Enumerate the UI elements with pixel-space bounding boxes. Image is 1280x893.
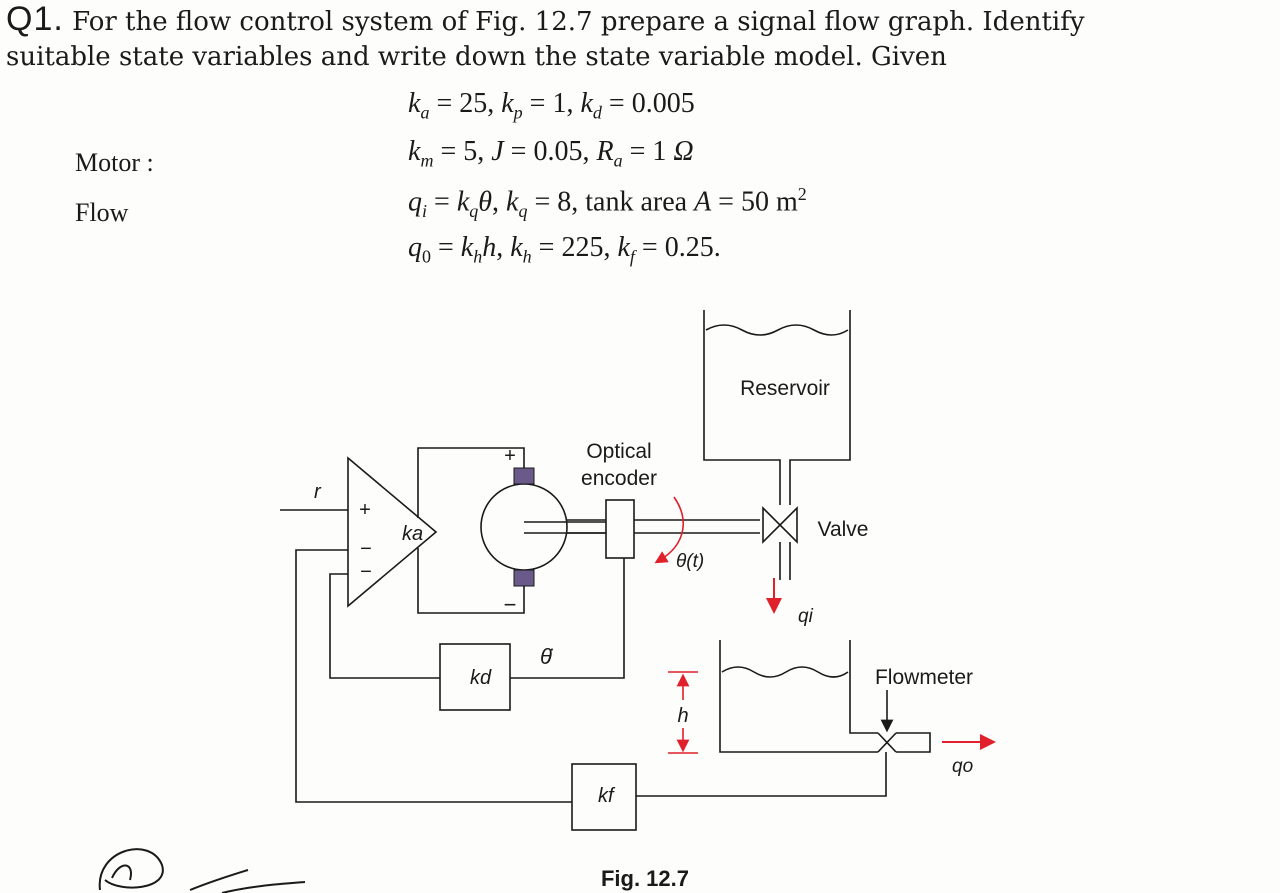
flowmeter-label: Flowmeter (875, 666, 973, 689)
kf-block (571, 763, 637, 831)
optical-encoder (605, 499, 635, 559)
optical-encoder-label-2: encoder (581, 467, 657, 490)
amp-minus-1: − (360, 538, 372, 560)
qi-label: qi (798, 606, 814, 627)
r-label: r (314, 481, 322, 503)
optical-encoder-label-1: Optical (586, 440, 651, 463)
amp-motor-wiring (417, 447, 525, 614)
motor-brush-bottom (513, 569, 535, 587)
given-line-4: q0 = khh, kh = 225, kf = 0.25. (408, 232, 721, 267)
theta-dot-label: θ̇ (540, 644, 554, 669)
question-text-line1: For the flow control system of Fig. 12.7… (72, 7, 1085, 37)
motor-circle (480, 483, 568, 571)
motor-shaft (524, 521, 610, 534)
motor-plus: + (504, 445, 516, 467)
h-dimension (668, 671, 698, 754)
kd-block (439, 643, 511, 711)
handwritten-scribble (98, 848, 306, 893)
given-line-3: qi = kqθ, kq = 8, tank area A = 50 m2 (408, 184, 807, 221)
question-header: Q1. For the flow control system of Fig. … (6, 0, 1278, 41)
amplifier (347, 456, 438, 608)
question-text-line2: suitable state variables and write down … (6, 42, 947, 72)
motor-label: Motor : (75, 148, 154, 177)
given-line-2: km = 5, J = 0.05, Ra = 1 Ω (408, 136, 694, 171)
amp-plus: + (359, 499, 371, 521)
h-label: h (677, 705, 688, 727)
outlet-valve (877, 732, 897, 753)
motor-brush-top (513, 467, 535, 485)
reservoir-tank (703, 310, 851, 505)
qo-label: qo (952, 756, 973, 777)
valve-label: Valve (818, 518, 869, 541)
theta-label: θ(t) (676, 551, 704, 572)
kd-feedback-lines (329, 558, 625, 679)
valve (762, 506, 798, 580)
ka-label: ka (402, 523, 423, 545)
flow-label: Flow (75, 198, 129, 227)
amp-minus-2: − (360, 561, 372, 583)
given-line-1: ka = 25, kp = 1, kd = 0.005 (408, 88, 695, 123)
motor-minus: − (504, 592, 517, 617)
theta-arrow (654, 496, 684, 564)
lower-tank (719, 640, 931, 753)
figure-caption: Fig. 12.7 (601, 866, 689, 891)
kd-label: kd (470, 667, 492, 689)
question-number: Q1. (6, 0, 64, 38)
kf-feedback-lines (295, 549, 887, 803)
reservoir-label: Reservoir (740, 377, 830, 400)
kf-label: kf (598, 785, 616, 807)
